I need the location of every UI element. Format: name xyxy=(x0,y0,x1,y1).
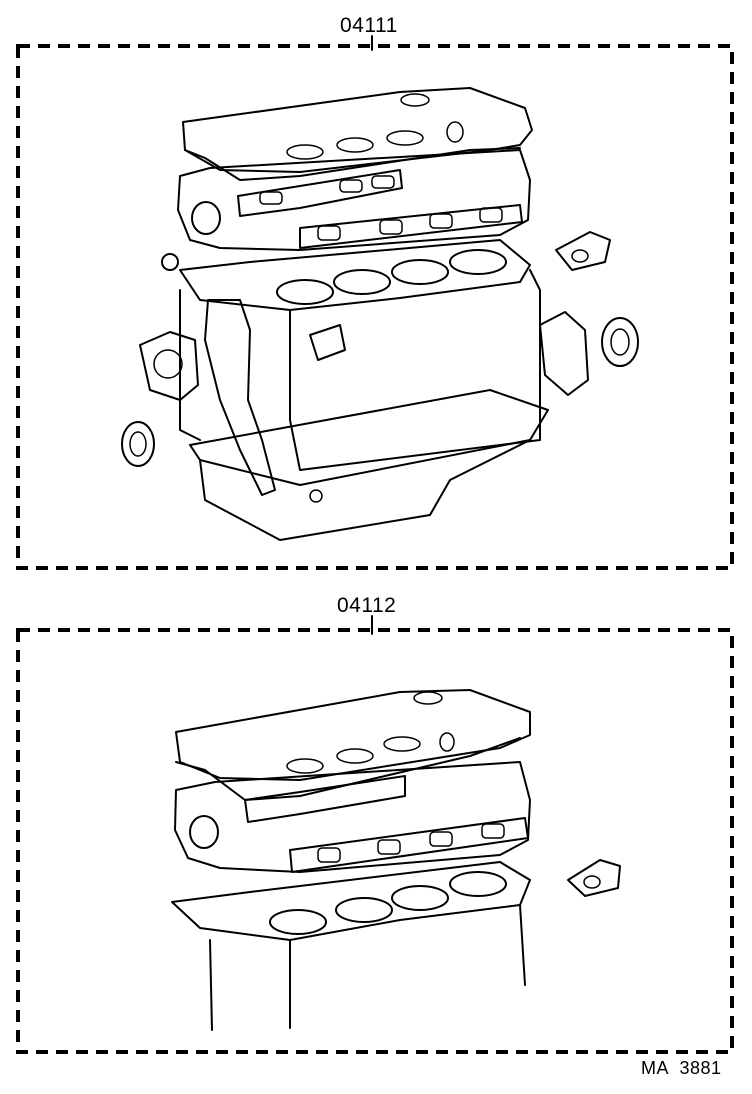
cylinder-block xyxy=(289,269,541,471)
cylinder-block-edge xyxy=(179,289,201,441)
port-opening xyxy=(479,207,503,223)
crankshaft-rear-oil-seal xyxy=(601,317,639,367)
cylinder-head-cover xyxy=(182,87,533,173)
port-opening xyxy=(339,179,363,193)
port-opening xyxy=(317,847,341,863)
port-opening xyxy=(377,839,401,855)
cylinder-head-cover xyxy=(175,689,531,781)
cylinder-bore-opening xyxy=(391,259,449,285)
plug-tube-gasket xyxy=(383,736,421,752)
exhaust-manifold-gasket xyxy=(237,169,403,217)
port-opening xyxy=(429,831,453,847)
cylinder-bore-opening xyxy=(335,897,393,923)
head-gasket-kit-group xyxy=(16,615,734,1054)
semi-circular-plug xyxy=(446,121,464,143)
drain-plug-gasket xyxy=(309,489,323,503)
rear-oil-seal-retainer-gasket xyxy=(539,311,589,396)
oil-filler-cap xyxy=(400,93,430,107)
water-outlet-gasket xyxy=(567,859,621,897)
o-ring xyxy=(161,253,179,271)
oil-filler-cap xyxy=(413,691,443,705)
plug-tube-gasket xyxy=(336,137,374,153)
kit-part-number-label: 04112 xyxy=(337,594,397,617)
gasket-hole xyxy=(583,875,601,889)
crankshaft-front-oil-seal xyxy=(121,421,155,467)
front-cover-gasket xyxy=(139,331,199,401)
plug-tube-gasket xyxy=(286,758,324,774)
port-opening xyxy=(379,219,403,235)
port-opening xyxy=(317,225,341,241)
cylinder-head-gasket xyxy=(179,239,531,311)
water-outlet-gasket xyxy=(555,231,611,271)
oil-pan xyxy=(199,439,531,541)
cylinder-bore-opening xyxy=(391,885,449,911)
port-opening xyxy=(371,175,395,189)
cylinder-block-edge xyxy=(209,939,213,1031)
water-pump-gasket xyxy=(309,324,346,361)
port-opening xyxy=(259,191,283,205)
seal-inner-ring xyxy=(129,431,147,457)
exhaust-manifold-gasket xyxy=(244,775,406,823)
camshaft-seal-bore xyxy=(191,201,221,235)
cylinder-head xyxy=(174,761,531,873)
gasket-hole xyxy=(571,249,589,263)
kit-part-number-label: 04111 xyxy=(340,14,398,37)
gasket-hole xyxy=(153,349,183,379)
cylinder-head-gasket xyxy=(171,861,531,941)
semi-circular-plug xyxy=(439,732,455,752)
cylinder-bore-opening xyxy=(333,269,391,295)
seal-inner-ring xyxy=(610,328,630,356)
overhaul-gasket-kit-group xyxy=(16,35,734,570)
plug-tube-gasket xyxy=(336,748,374,764)
camshaft-seal-bore xyxy=(189,815,219,849)
cylinder-bore-opening xyxy=(276,279,334,305)
kit-boundary-frame xyxy=(16,628,734,1054)
plug-tube-gasket xyxy=(286,144,324,160)
cylinder-bore-opening xyxy=(449,249,507,275)
oil-pan-gasket xyxy=(189,389,549,486)
cylinder-head xyxy=(177,149,531,251)
cylinder-block-edge xyxy=(519,904,526,986)
diagram-code-label: MA 3881 xyxy=(641,1058,722,1078)
head-cover-gasket xyxy=(175,737,521,801)
intake-manifold-gasket xyxy=(299,204,523,249)
port-opening xyxy=(429,213,453,229)
cylinder-bore-opening xyxy=(269,909,327,935)
kit-boundary-frame xyxy=(16,44,734,570)
head-cover-gasket xyxy=(184,147,521,181)
intake-manifold-gasket xyxy=(289,817,529,873)
plug-tube-gasket xyxy=(386,130,424,146)
port-opening xyxy=(481,823,505,839)
cylinder-bore-opening xyxy=(449,871,507,897)
timing-cover-gasket xyxy=(204,299,276,496)
